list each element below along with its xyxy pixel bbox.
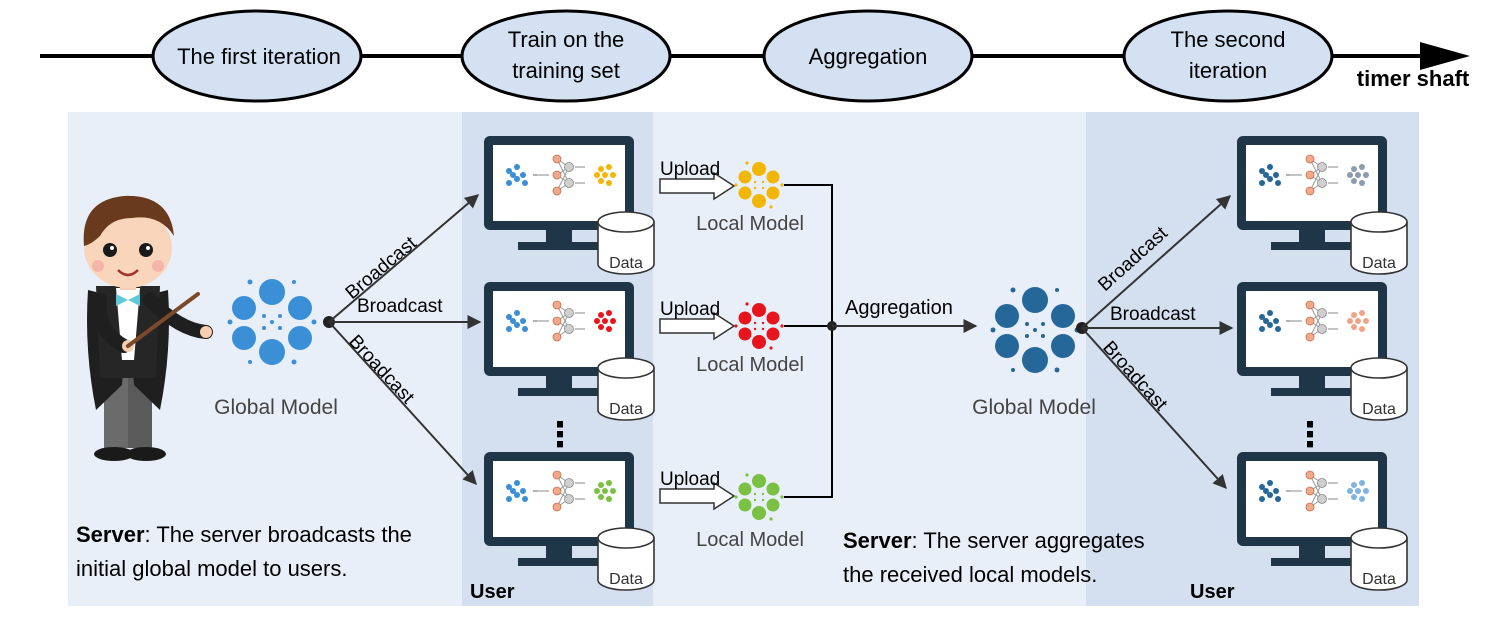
server-note-2-line1: Server: The server aggregates xyxy=(843,528,1145,553)
data-label: Data xyxy=(609,255,643,272)
stage-4-text-line2: iteration xyxy=(1189,58,1267,83)
data-label: Data xyxy=(1362,255,1396,272)
user-label-left: User xyxy=(470,581,515,603)
broadcast-arrow-left-bottom xyxy=(328,321,477,486)
server-note-1-line1: Server: The server broadcasts the xyxy=(76,522,412,547)
stage-2-text-line1: Train on the xyxy=(508,27,625,52)
user-label-right: User xyxy=(1190,581,1235,603)
data-label: Data xyxy=(609,571,643,588)
upload-arrow-1 xyxy=(659,171,736,201)
users-ellipsis-left: ⋮ xyxy=(543,416,577,454)
data-cylinder-icon: Data xyxy=(1350,357,1408,421)
timeline-stage-3: Aggregation xyxy=(762,9,974,103)
broadcast-label-left-mid: Broadcast xyxy=(357,296,443,317)
timeline-stage-4: The second iteration xyxy=(1122,9,1334,103)
server-note-2-line2: the received local models. xyxy=(843,562,1097,587)
monitor-left-2: Data xyxy=(484,282,655,421)
upload-group: Upload Upload Upload xyxy=(659,159,736,511)
stage-1-text: The first iteration xyxy=(177,44,341,69)
data-cylinder-icon: Data xyxy=(1350,211,1408,275)
stage-3-text: Aggregation xyxy=(809,44,928,69)
monitor-left-3: Data xyxy=(484,452,655,591)
aggregation-connectors xyxy=(784,184,833,498)
server-note-1-line2: initial global model to users. xyxy=(76,556,347,581)
monitor-right-1: Data xyxy=(1237,136,1408,275)
timeline-stage-2: Train on the training set xyxy=(460,9,672,103)
timeline: timer shaft The first iteration Train on… xyxy=(40,9,1470,103)
data-cylinder-icon: Data xyxy=(597,357,655,421)
aggregation-label: Aggregation xyxy=(845,297,953,319)
local-model-2-label: Local Model xyxy=(696,354,804,376)
monitor-right-2: Data xyxy=(1237,282,1408,421)
global-model-left-label: Global Model xyxy=(214,396,338,419)
timeline-arrowhead xyxy=(1420,42,1470,70)
server-note-1-text1: : The server broadcasts the xyxy=(145,522,412,547)
data-cylinder-icon: Data xyxy=(1350,527,1408,591)
server-conductor-figure xyxy=(83,195,213,461)
broadcast-arrow-right-bottom xyxy=(1081,327,1227,490)
upload-label-2: Upload xyxy=(660,299,720,320)
upload-label-1: Upload xyxy=(660,159,720,180)
data-label: Data xyxy=(1362,401,1396,418)
data-label: Data xyxy=(1362,571,1396,588)
data-cylinder-icon: Data xyxy=(597,211,655,275)
upload-arrow-2 xyxy=(659,311,736,341)
upload-label-3: Upload xyxy=(660,469,720,490)
local-model-3-label: Local Model xyxy=(696,529,804,551)
global-model-right-label: Global Model xyxy=(972,396,1096,419)
stage-2-text-line2: training set xyxy=(512,58,620,83)
server-note-1-bold: Server xyxy=(76,522,145,547)
users-ellipsis-right: ⋮ xyxy=(1293,416,1327,454)
stage-4-text-line1: The second xyxy=(1171,27,1286,52)
broadcast-arrow-right-top xyxy=(1081,195,1232,329)
broadcast-arrow-left-top xyxy=(328,194,480,323)
server-note-2-text1: : The server aggregates xyxy=(912,528,1145,553)
monitor-left-1: Data xyxy=(484,136,655,275)
data-label: Data xyxy=(609,401,643,418)
local-model-1-label: Local Model xyxy=(696,213,804,235)
timeline-stage-1: The first iteration xyxy=(151,9,363,103)
monitor-right-3: Data xyxy=(1237,452,1408,591)
data-cylinder-icon: Data xyxy=(597,527,655,591)
upload-arrow-3 xyxy=(659,481,736,511)
broadcast-label-right-mid: Broadcast xyxy=(1110,304,1196,325)
timeline-axis-label: timer shaft xyxy=(1357,66,1470,91)
server-note-2-bold: Server xyxy=(843,528,912,553)
